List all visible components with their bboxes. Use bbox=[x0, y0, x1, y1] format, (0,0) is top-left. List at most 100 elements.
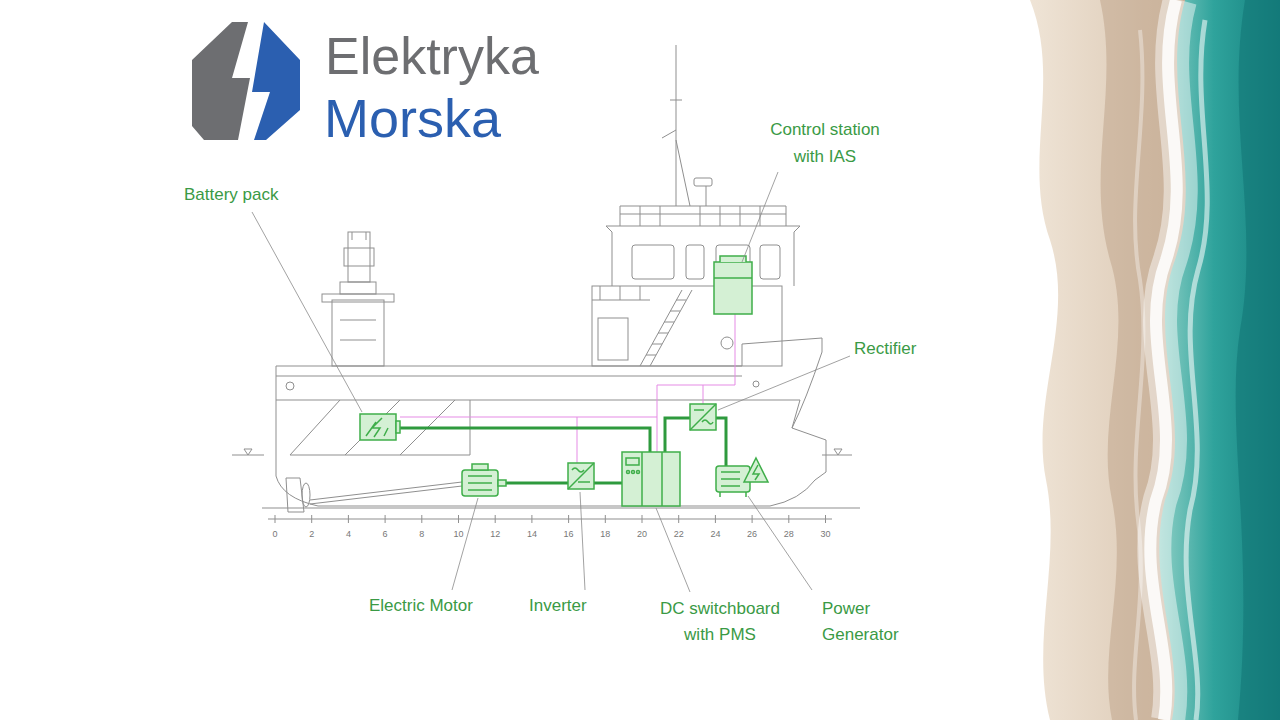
component-icon bbox=[396, 421, 400, 433]
axis-number: 2 bbox=[308, 529, 315, 540]
ship-outline bbox=[302, 483, 310, 507]
axis-number: 22 bbox=[673, 529, 685, 540]
axis-tick bbox=[458, 515, 459, 523]
ship-outline bbox=[310, 482, 462, 504]
callout-label: Inverter bbox=[529, 596, 587, 616]
axis-number: 4 bbox=[345, 529, 352, 540]
ship-outline bbox=[244, 449, 842, 455]
axis-tick bbox=[825, 515, 826, 523]
leader-line bbox=[742, 172, 778, 262]
component-icon bbox=[568, 463, 594, 489]
component-icon bbox=[753, 465, 759, 480]
beach-picture bbox=[1100, 0, 1280, 720]
ship-outline bbox=[276, 366, 800, 455]
beach-picture bbox=[1030, 0, 1280, 720]
axis-tick bbox=[642, 515, 643, 523]
component-icon bbox=[690, 404, 716, 430]
axis-tick bbox=[421, 515, 422, 523]
power-wire bbox=[400, 428, 650, 452]
ship-outline bbox=[632, 245, 674, 279]
frame-axis bbox=[268, 515, 832, 523]
power-wire bbox=[665, 418, 690, 452]
component-icon bbox=[690, 404, 716, 430]
component-icon bbox=[472, 464, 488, 470]
leader-line bbox=[452, 498, 478, 590]
ship-outline bbox=[332, 300, 384, 366]
axis-number: 6 bbox=[382, 529, 389, 540]
component-icon bbox=[720, 472, 746, 497]
component-icon bbox=[468, 476, 492, 490]
ship-outline bbox=[276, 338, 826, 506]
logo-word: Elektryka bbox=[325, 30, 539, 82]
beach-picture bbox=[1150, 0, 1176, 720]
axis-tick bbox=[495, 515, 496, 523]
ship-outline bbox=[753, 381, 759, 387]
leader-line bbox=[580, 492, 585, 590]
ship-outline bbox=[348, 232, 370, 282]
logo-mark bbox=[192, 22, 250, 140]
axis-number: 12 bbox=[489, 529, 501, 540]
control-line bbox=[577, 417, 578, 463]
ship-outline bbox=[694, 178, 712, 186]
ship-outline bbox=[598, 318, 628, 360]
beach-picture bbox=[1030, 0, 1280, 720]
ship-outline bbox=[662, 45, 706, 206]
ship-outline bbox=[620, 206, 786, 226]
axis-tick bbox=[605, 515, 606, 523]
axis-number: 10 bbox=[452, 529, 464, 540]
axis-tick bbox=[568, 515, 569, 523]
callout-label: DC switchboard with PMS bbox=[650, 596, 790, 648]
axis-tick bbox=[311, 515, 312, 523]
ship-outline bbox=[286, 478, 304, 512]
axis-number: 28 bbox=[783, 529, 795, 540]
axis-tick bbox=[715, 515, 716, 523]
component-icon bbox=[366, 418, 388, 437]
callout-label: Power Generator bbox=[822, 596, 917, 648]
ship-outline bbox=[340, 282, 376, 294]
axis-tick bbox=[531, 515, 532, 523]
ship-outline bbox=[232, 45, 860, 512]
logo-word: Morska bbox=[324, 91, 501, 145]
component-icon bbox=[627, 471, 630, 474]
ship-outline bbox=[340, 232, 376, 340]
leader-line bbox=[656, 508, 690, 592]
axis-number: 14 bbox=[526, 529, 538, 540]
control-line bbox=[400, 314, 735, 463]
component-icon bbox=[568, 463, 594, 489]
beach-picture bbox=[1236, 0, 1280, 720]
axis-number: 20 bbox=[636, 529, 648, 540]
axis-number: 0 bbox=[271, 529, 278, 540]
ship-outline bbox=[262, 508, 860, 509]
axis-tick bbox=[275, 515, 276, 523]
component-icon bbox=[744, 458, 768, 482]
control-line bbox=[703, 385, 704, 404]
component-icon bbox=[714, 262, 752, 314]
ship-outline bbox=[232, 455, 852, 456]
beach-picture bbox=[1134, 30, 1143, 720]
control-line bbox=[657, 314, 735, 452]
component-icon bbox=[462, 470, 498, 496]
ship-outline bbox=[606, 226, 800, 286]
component-icon bbox=[498, 480, 506, 486]
control-line bbox=[400, 417, 657, 418]
power-wire bbox=[716, 418, 726, 466]
component-icon bbox=[714, 256, 752, 278]
ship-outline bbox=[640, 290, 692, 366]
axis-tick bbox=[752, 515, 753, 523]
component-icon bbox=[637, 471, 640, 474]
callout-label: Rectifier bbox=[854, 339, 916, 359]
frame-axis bbox=[268, 519, 832, 520]
leader-line bbox=[252, 172, 850, 592]
component-icon bbox=[622, 452, 680, 506]
axis-tick bbox=[385, 515, 386, 523]
ship-outline bbox=[760, 245, 780, 279]
leader-line bbox=[252, 212, 362, 412]
axis-tick bbox=[348, 515, 349, 523]
axis-number: 18 bbox=[599, 529, 611, 540]
ship-outline bbox=[592, 286, 650, 300]
ship-outline bbox=[592, 286, 782, 366]
leader-line bbox=[748, 496, 812, 590]
axis-number: 26 bbox=[746, 529, 758, 540]
